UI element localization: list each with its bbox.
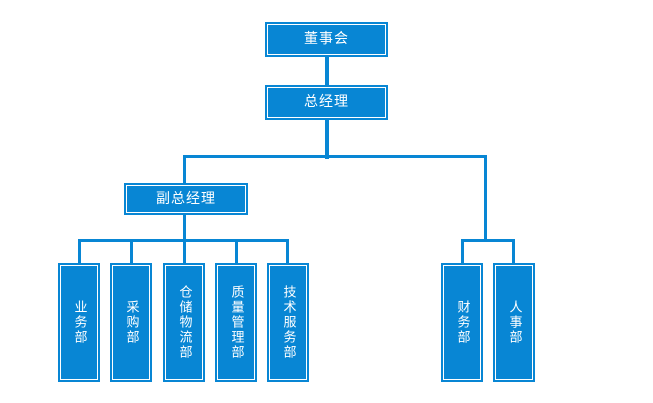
- connector-deputy-drop: [183, 214, 186, 241]
- node-warehouse-logistics-label: 仓储物流部: [176, 285, 192, 360]
- node-human-resources-label: 人事部: [506, 300, 522, 345]
- connector-drop-finance: [461, 239, 464, 264]
- node-board[interactable]: 董事会: [265, 22, 388, 57]
- node-finance-label: 财务部: [454, 300, 470, 345]
- connector-drop-warehouse: [183, 239, 186, 264]
- node-technical-service[interactable]: 技术服务部: [267, 263, 309, 382]
- node-deputy-general-manager-label: 副总经理: [156, 190, 216, 207]
- node-warehouse-logistics[interactable]: 仓储物流部: [163, 263, 205, 382]
- connector-bus-to-deputy: [183, 155, 186, 184]
- connector-right-leaf-bus: [461, 239, 515, 242]
- node-quality-management[interactable]: 质量管理部: [215, 263, 257, 382]
- node-business-label: 业务部: [71, 300, 87, 345]
- connector-drop-purchasing: [130, 239, 133, 264]
- connector-drop-quality: [235, 239, 238, 264]
- node-purchasing[interactable]: 采购部: [110, 263, 152, 382]
- connector-drop-hr: [512, 239, 515, 264]
- node-quality-management-label: 质量管理部: [228, 285, 244, 360]
- node-deputy-general-manager[interactable]: 副总经理: [124, 183, 248, 215]
- connector-drop-technical: [286, 239, 289, 264]
- connector-bus-to-right-group: [484, 155, 487, 241]
- connector-gm-drop: [325, 119, 329, 159]
- node-purchasing-label: 采购部: [123, 300, 139, 345]
- node-business[interactable]: 业务部: [58, 263, 100, 382]
- node-board-label: 董事会: [304, 31, 349, 48]
- node-human-resources[interactable]: 人事部: [493, 263, 535, 382]
- node-general-manager-label: 总经理: [304, 94, 349, 111]
- node-technical-service-label: 技术服务部: [280, 285, 296, 360]
- node-finance[interactable]: 财务部: [441, 263, 483, 382]
- node-general-manager[interactable]: 总经理: [265, 85, 388, 120]
- connector-drop-business: [78, 239, 81, 264]
- connector-board-to-gm: [325, 56, 329, 85]
- connector-main-bus: [183, 155, 487, 158]
